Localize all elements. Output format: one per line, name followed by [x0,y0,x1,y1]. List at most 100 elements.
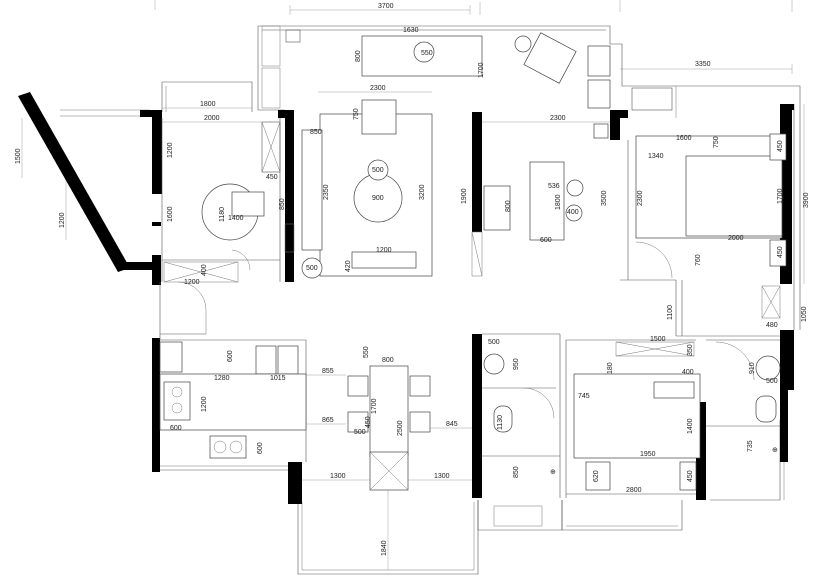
dim-mid-3500: 3500 [601,190,608,206]
dim-br-180: 180 [607,362,614,374]
dim-study-2000: 2000 [204,115,220,122]
dim-mb-2000: 2000 [728,235,744,242]
dim-bath-850: 850 [513,466,520,478]
dim-table-550: 550 [421,50,433,57]
dim-din-1700: 1700 [371,398,378,414]
dim-k-1280: 1280 [214,375,230,382]
interior-walls [159,118,781,498]
dim-coffee-900: 900 [372,195,384,202]
stool [301,257,323,279]
dim-study-1400: 1400 [228,215,244,222]
dim-mb-1600: 1600 [676,135,692,142]
dim-din-865: 865 [322,417,334,424]
dim-mb-2300: 2300 [637,190,644,206]
dim-corr-1100: 1100 [667,305,674,320]
dim-din-550: 550 [363,346,370,358]
nightstand-bottom [769,239,787,267]
round-table [413,41,435,63]
dim-wc-1050: 1050 [801,306,808,322]
dim-coffee-500: 500 [372,167,384,174]
dim-wc-480: 480 [766,322,778,329]
dim-b-1300-right: 1300 [434,473,450,480]
dim-br-620: 620 [593,470,600,482]
dim-stool-500: 500 [306,265,318,272]
dim-wc2-735: 735 [747,440,754,452]
dim-living-750: 750 [353,108,360,120]
dim-br-1950: 1950 [640,451,656,458]
toilet [493,405,513,433]
top-dimension-lines: 3700 3350 [154,0,793,74]
walls [18,92,794,504]
dim-living-2350: 2350 [323,184,330,200]
dim-left-1200: 1200 [59,212,66,228]
dim-wc2-500: 500 [766,378,778,385]
dim-k-1200: 1200 [201,396,208,412]
dim-br-450: 450 [687,470,694,482]
dim-br-745: 745 [578,393,590,400]
dim-br-350: 350 [687,344,694,356]
dim-study-400: 400 [201,264,208,276]
armchair [361,99,397,135]
dimension-labels: 1630 550 800 1700 2300 750 850 500 900 2… [15,27,810,570]
dim-b-1840: 1840 [381,540,388,556]
dim-living-420: 420 [345,260,352,272]
dryer [587,79,611,109]
dim-k-600-left: 600 [170,425,182,432]
dim-study-1200-bottom: 1200 [184,279,200,286]
dim-din-845: 845 [446,421,458,428]
dim-study-1600: 1600 [167,206,174,222]
outer-outline [60,25,801,575]
floor-drain-icons: ⊕ ⊕ [550,447,778,476]
dim-br-2800: 2800 [626,487,642,494]
dim-mid-600: 600 [540,237,552,244]
dim-study-1800: 1800 [200,101,216,108]
dim-din-2500: 2500 [397,420,404,436]
side-stool [367,159,389,181]
dim-k-600: 600 [227,350,234,362]
dim-living-850: 850 [310,129,322,136]
lounge-chair [523,32,577,84]
dim-top-overall: 3700 [378,3,394,10]
dim-mb-760: 760 [695,254,702,266]
tv-cabinet [351,251,417,269]
bath-basin [483,353,505,375]
dim-tv-1200: 1200 [376,247,392,254]
nightstand-top [769,133,787,161]
dim-br-400: 400 [682,369,694,376]
dim-study-850: 850 [279,198,286,210]
dim-mid-536: 536 [548,183,560,190]
dim-wc2-910: 910 [749,362,756,374]
dim-study-450: 450 [266,174,278,181]
dim-din-450: 450 [365,416,372,428]
dim-study-1180: 1180 [219,207,226,222]
wc2-basin [755,355,781,381]
floor-drain-icon: ⊕ [550,469,556,476]
dim-b-1300-left: 1300 [330,473,346,480]
dim-mb-450-top: 450 [777,140,784,152]
dim-mb-450-bottom: 450 [777,246,784,258]
dim-mid-1900: 1900 [461,188,468,204]
dim-living-2300: 2300 [370,85,386,92]
furniture [159,32,787,491]
stove [163,381,191,421]
dim-k-600-bottom: 600 [257,442,264,454]
dim-balcony-width: 1630 [403,27,419,34]
sink [209,435,247,459]
sofa [301,129,323,251]
dining-table-mid [529,161,565,241]
dim-br-1400: 1400 [687,418,694,434]
dim-mid-1800: 1800 [555,194,562,210]
washer [587,45,611,77]
dim-table-800: 800 [355,50,362,62]
dim-mb-1340: 1340 [648,153,664,160]
dim-din-500: 500 [354,429,366,436]
planter [514,35,532,53]
dim-left-1500: 1500 [15,148,22,164]
dim-balcony-1700: 1700 [478,62,485,78]
dim-k-1015: 1015 [270,375,286,382]
dim-mid-2300: 2300 [550,115,566,122]
dining-table [369,365,409,457]
dim-mb-1700: 1700 [777,188,784,204]
floor-drain-icon: ⊕ [772,447,778,454]
